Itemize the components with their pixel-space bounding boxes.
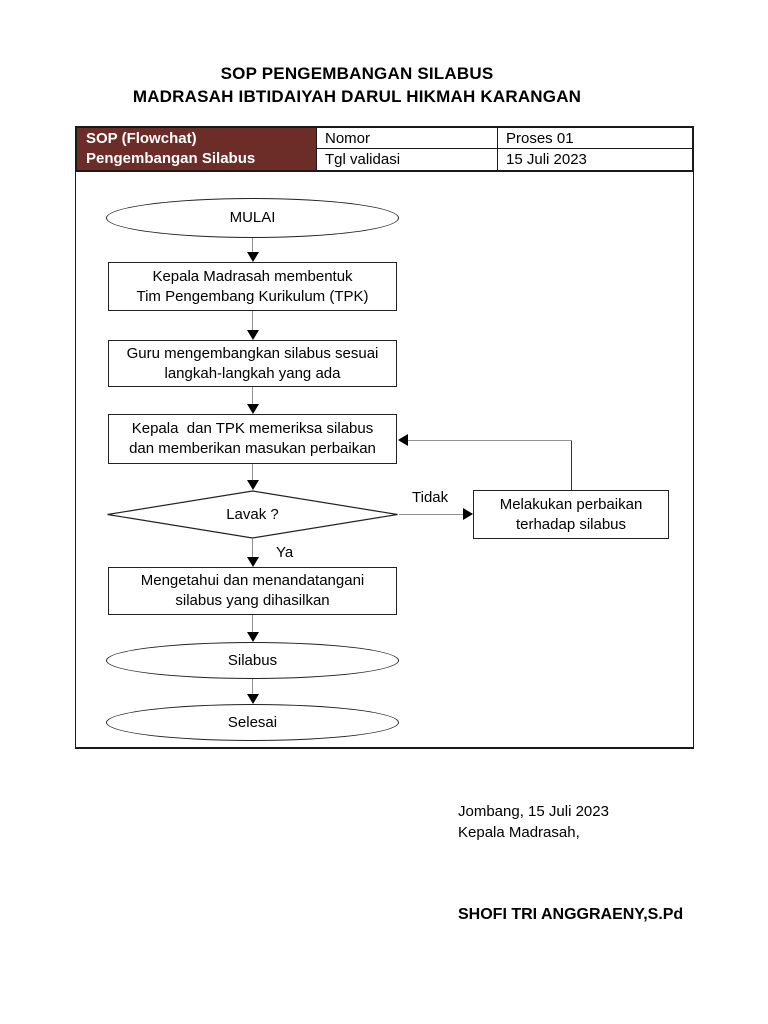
arrowhead-down-icon [247,557,259,567]
title-line-1: SOP PENGEMBANGAN SILABUS [220,64,494,83]
connector-step2-step3 [252,387,253,404]
arrowhead-right-icon [463,508,473,520]
flow-node-end: Selesai [106,704,399,741]
flow-node-decision: Lavak ? [106,490,399,539]
connector-step3-decision [252,464,253,480]
header-label-tgl-validasi: Tgl validasi [325,151,401,168]
connector-decision-fix [399,514,464,515]
header-label-nomor: Nomor [317,128,497,149]
connector-step1-step2 [252,311,253,330]
feedback-line-vertical [571,440,572,490]
flow-node-step1: Kepala Madrasah membentuk Tim Pengembang… [108,262,397,311]
arrowhead-left-icon [398,434,408,446]
sop-header-title-cell: SOP (Flowchat) Pengembangan Silabus [77,128,317,170]
flow-node-fix: Melakukan perbaikan terhadap silabus [473,490,669,539]
flow-node-step2: Guru mengembangkan silabus sesuai langka… [108,340,397,387]
arrowhead-down-icon [247,694,259,704]
decision-label: Lavak ? [226,506,279,523]
arrowhead-down-icon [247,252,259,262]
flow-node-step3: Kepala dan TPK memeriksa silabus dan mem… [108,414,397,464]
diamond-shape [107,490,398,539]
arrowhead-down-icon [247,632,259,642]
signature-place-date: Jombang, 15 Juli 2023 [458,803,609,820]
title-line-2: MADRASAH IBTIDAIYAH DARUL HIKMAH KARANGA… [132,87,582,106]
flowchart-container: MULAI Kepala Madrasah membentuk Tim Peng… [75,171,694,749]
signature-role: Kepala Madrasah, [458,824,580,841]
flow-node-step4: Mengetahui dan menandatangani silabus ya… [108,567,397,615]
arrowhead-down-icon [247,480,259,490]
feedback-line-horizontal [408,440,572,441]
flow-node-start: MULAI [106,198,399,238]
signature-name: SHOFI TRI ANGGRAENY,S.Pd [458,906,684,923]
connector-start-step1 [252,238,253,254]
header-value-nomor: Proses 01 [497,128,692,149]
header-value-tgl-validasi: 15 Juli 2023 [497,149,692,170]
signature-block: Jombang, 15 Juli 2023 Kepala Madrasah, [458,801,609,843]
connector-output-end [252,679,253,694]
connector-decision-step4 [252,539,253,557]
arrowhead-down-icon [247,330,259,340]
sop-header-table: SOP (Flowchat) Pengembangan Silabus Nomo… [75,126,694,172]
arrowhead-down-icon [247,404,259,414]
connector-step4-output [252,615,253,632]
document-title: SOP PENGEMBANGAN SILABUS MADRASAH IBTIDA… [0,62,714,108]
branch-label-ya: Ya [276,544,294,561]
flow-node-output: Silabus [106,642,399,679]
branch-label-tidak: Tidak [412,489,449,506]
